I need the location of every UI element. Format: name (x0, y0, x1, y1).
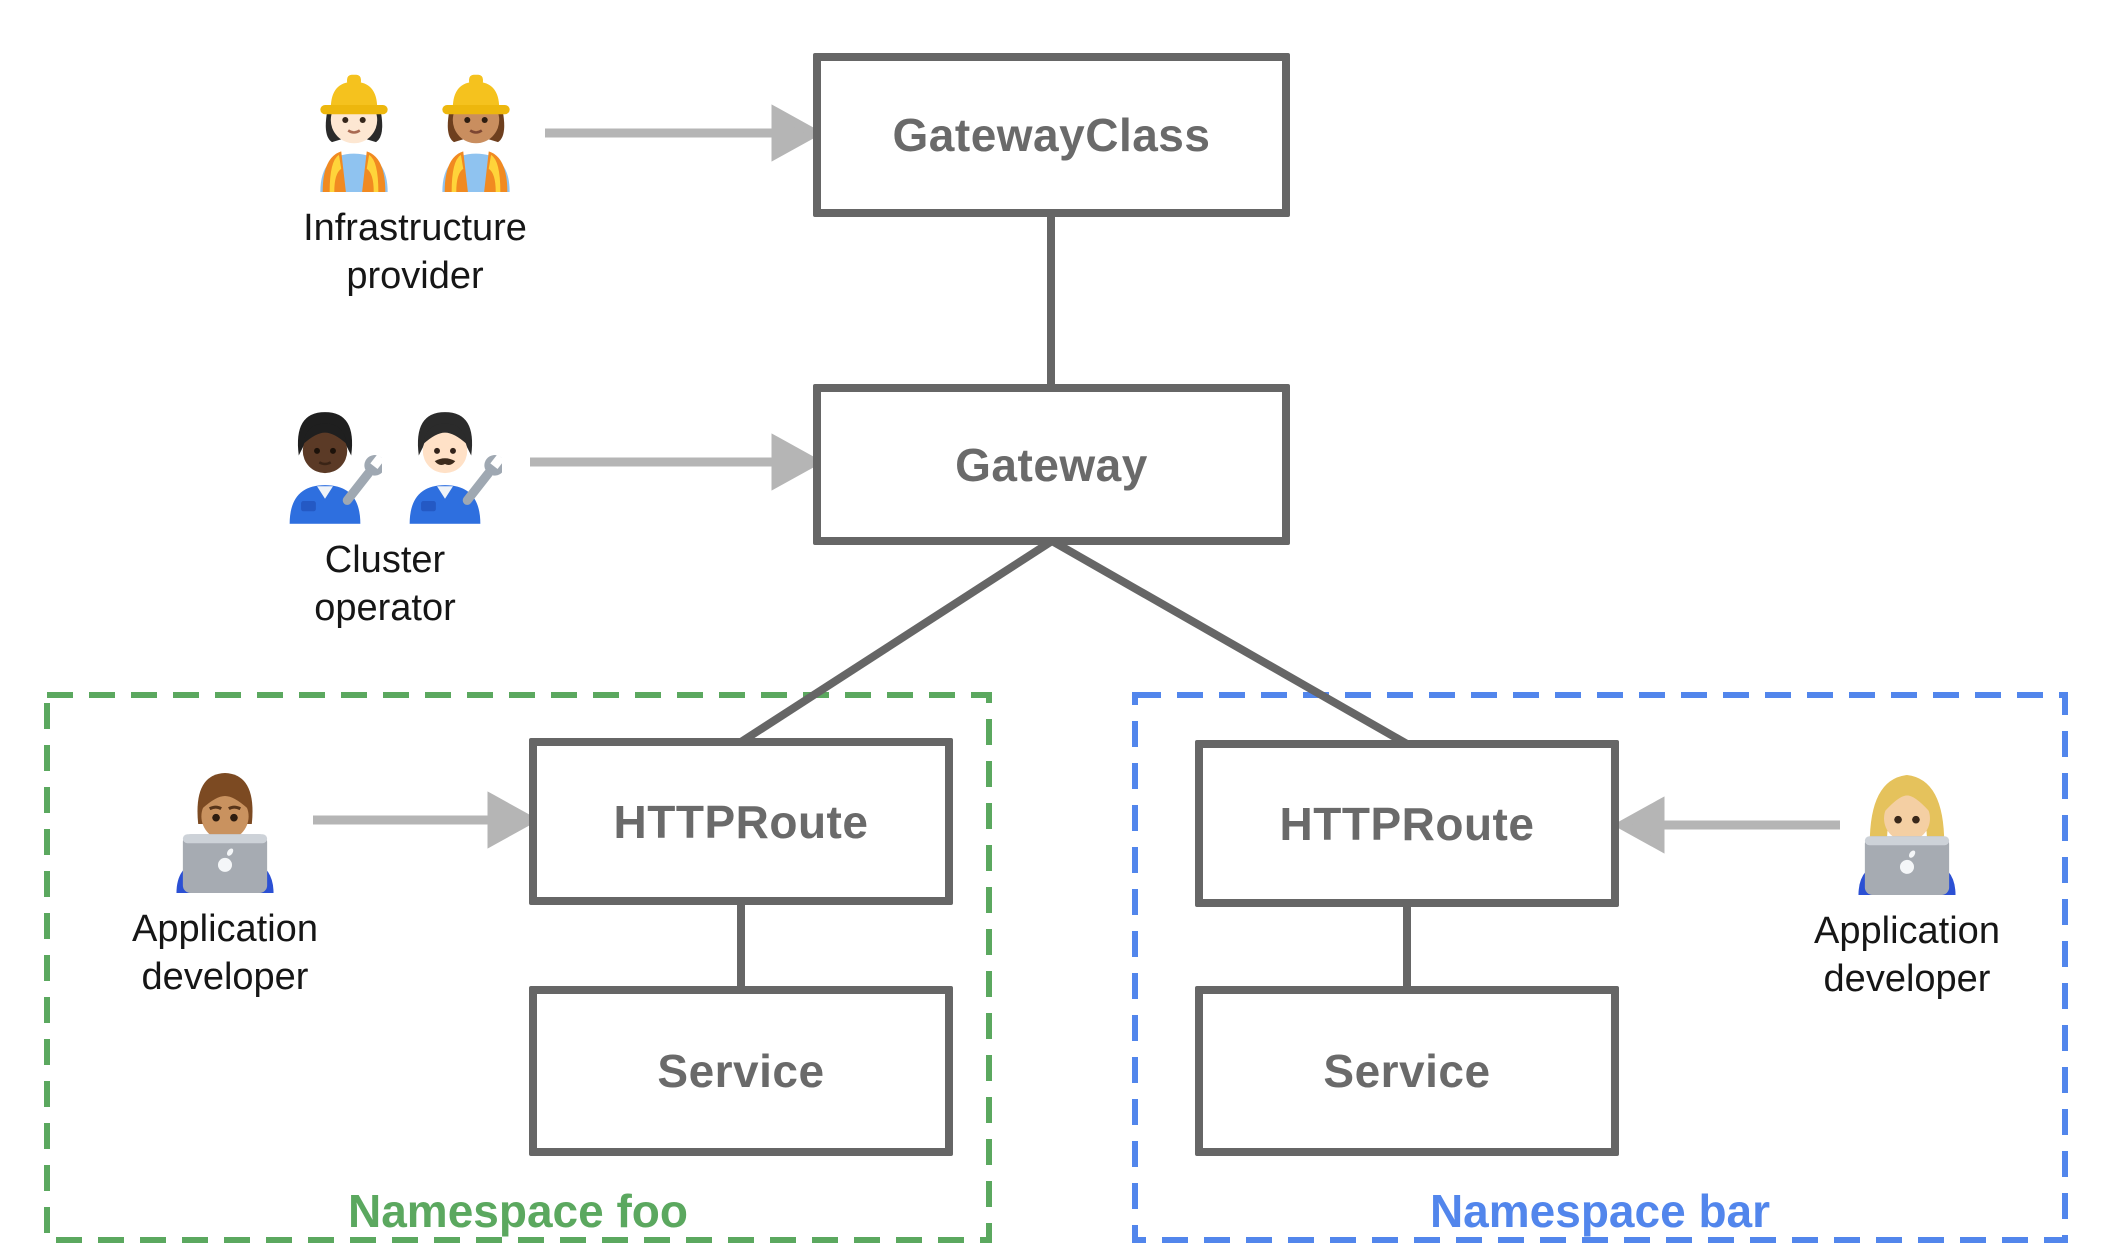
app-developer-foo-label-line1: Application (132, 908, 318, 950)
gateway-node: Gateway (813, 384, 1290, 545)
app-developer-foo-label-line2: developer (141, 956, 309, 999)
infrastructure-provider-label-line2: provider (346, 255, 484, 298)
gateway-label: Gateway (955, 438, 1148, 491)
arrowhead-dev-bar (1612, 796, 1665, 854)
app-developer-bar-label-line2: developer (1823, 958, 1991, 1001)
cluster-operator-label-line1: Cluster (324, 539, 446, 581)
arrowhead-cluster (771, 433, 824, 491)
app-developer-foo-icons (161, 750, 289, 893)
cluster-operator-icons (268, 396, 502, 524)
httproute-bar-label: HTTPRoute (1279, 797, 1535, 850)
relationship-lines (737, 213, 1411, 990)
namespace-bar-border (1132, 692, 2068, 1243)
service-foo-node: Service (529, 986, 953, 1156)
persona-app-developer-bar: Application developer (1812, 752, 2002, 1004)
httproute-foo-node: HTTPRoute (529, 738, 953, 905)
infrastructure-provider-icons (296, 62, 534, 192)
namespace-foo-border (44, 692, 992, 1243)
namespace-bar-label: Namespace bar (1429, 1185, 1771, 1237)
gatewayclass-node: GatewayClass (813, 53, 1290, 217)
infrastructure-provider-label: Infrastructure provider (303, 204, 527, 301)
arrowhead-dev-foo (487, 791, 540, 849)
infrastructure-provider-label-line1: Infrastructure (303, 207, 527, 249)
app-developer-bar-label-line1: Application (1814, 910, 2000, 952)
persona-app-developer-foo: Application developer (130, 750, 320, 1002)
service-bar-node: Service (1195, 986, 1619, 1156)
app-developer-bar-icons (1843, 752, 1971, 895)
cluster-operator-label: Cluster operator (314, 536, 456, 633)
arrowhead-infra (771, 104, 824, 162)
service-bar-label: Service (1323, 1045, 1491, 1097)
cluster-operator-label-line2: operator (314, 587, 456, 630)
httproute-bar-node: HTTPRoute (1195, 740, 1619, 907)
woman-technologist-emoji (1843, 752, 1971, 895)
app-developer-bar-label: Application developer (1814, 907, 2000, 1004)
persona-infrastructure-provider: Infrastructure provider (270, 62, 560, 301)
man-mechanic-light-emoji (388, 396, 502, 524)
actor-arrows (313, 104, 1840, 854)
man-technologist-emoji (161, 750, 289, 893)
service-foo-label: Service (657, 1045, 825, 1097)
app-developer-foo-label: Application developer (132, 905, 318, 1002)
line-gateway-httproute-bar (1050, 537, 1409, 748)
woman-construction-worker-medium-emoji (418, 62, 534, 192)
persona-cluster-operator: Cluster operator (255, 396, 515, 633)
gatewayclass-label: GatewayClass (892, 109, 1211, 161)
namespace-foo-label: Namespace foo (347, 1185, 688, 1237)
mechanic-dark-skin-emoji (268, 396, 382, 524)
line-gateway-httproute-foo (738, 537, 1055, 746)
httproute-foo-label: HTTPRoute (613, 795, 869, 848)
woman-construction-worker-light-emoji (296, 62, 412, 192)
